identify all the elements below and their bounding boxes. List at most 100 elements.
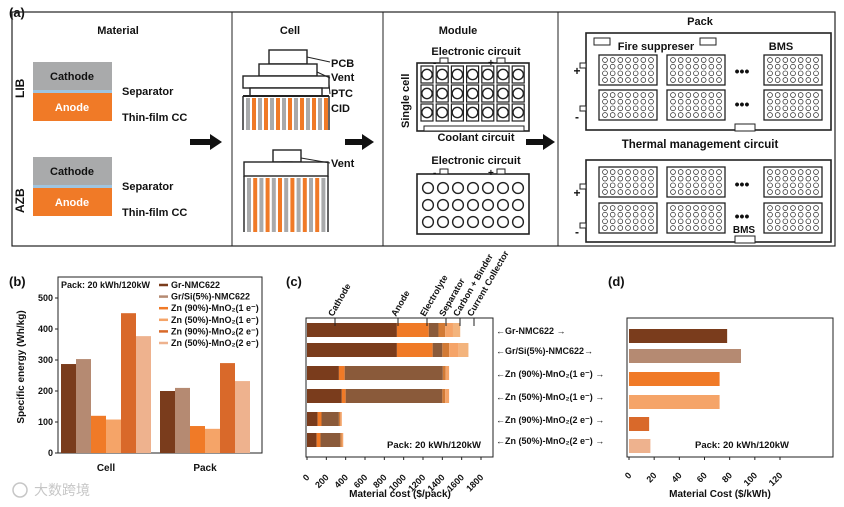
c-xtick-label: 600: [352, 472, 370, 490]
module-azb-cell-circle: [421, 198, 435, 212]
pack-azb-plus: +: [573, 186, 580, 200]
pack-lib-module-cell: [632, 98, 639, 105]
pack-azb-modules: [598, 166, 823, 234]
pack-azb-module-cell: [617, 218, 624, 225]
module-lib-cell-circle: [497, 68, 509, 81]
pack-lib-modules: [598, 54, 823, 121]
pack-lib-module-cell: [602, 112, 608, 118]
pack-lib-module-cell: [685, 105, 692, 112]
b-ytick-label: 500: [38, 293, 53, 303]
pack-lib-module-cell: [782, 98, 789, 105]
module-lib-cell-circle: [451, 106, 464, 119]
pack-azb-module-cell: [670, 175, 676, 182]
b-legend-label: Zn (90%)-MnO₂(1 e⁻): [171, 303, 259, 313]
azb-separator-label: Separator: [122, 181, 174, 193]
pack-azb-module-cell: [685, 169, 692, 175]
lib-cell-electrode-stripe: [264, 98, 268, 130]
panel-d-label: (d): [608, 274, 625, 289]
pack-azb-module-cell: [805, 182, 812, 189]
pack-lib-module-cell: [677, 112, 684, 118]
pack-azb-module-cell: [602, 175, 608, 182]
pack-azb-module-cell: [774, 218, 781, 225]
pack-lib-module-cell: [708, 70, 715, 77]
pack-lib-module-cell: [670, 112, 676, 118]
module-lib-cell-circle: [421, 106, 433, 119]
module-elec2-label: Electronic circuit: [431, 155, 521, 167]
pack-lib-module-cell: [708, 63, 715, 70]
module-azb-cell-circle: [481, 198, 495, 212]
c-row-label: ←Zn (50%)-MnO₂(2 e⁻) →: [496, 436, 604, 446]
pack-lib-module-cell: [602, 98, 608, 105]
module-lib-cell-circle: [436, 106, 449, 119]
module-lib-terminal-neg: [439, 57, 449, 64]
pack-lib-module-cell: [602, 92, 608, 98]
pack-azb-module-cell: [782, 205, 789, 211]
d-xtick-label: 100: [742, 470, 760, 488]
pack-lib-module-cell: [790, 77, 796, 83]
b-bar: [235, 381, 250, 453]
d-xtick-label: 20: [644, 470, 658, 484]
module-elec-label: Electronic circuit: [431, 46, 521, 58]
pack-lib-module-cell: [700, 63, 707, 70]
pack-azb-module-cell: [767, 211, 773, 218]
pack-lib-module-cell: [632, 77, 639, 83]
c-xtick-label: 0: [301, 472, 312, 483]
watermark-text: 大数跨境: [34, 482, 90, 498]
lib-cell-electrode-stripe: [252, 98, 256, 130]
pack-azb-module-cell: [685, 211, 692, 218]
pack-azb-module-cell: [700, 205, 707, 211]
c-xtick-label: 1800: [464, 472, 485, 493]
pack-azb-module-cell: [805, 211, 812, 218]
pack-azb-module-cell: [813, 205, 819, 211]
module-azb-plus: +: [488, 168, 494, 179]
pack-azb-module-cell: [609, 218, 616, 225]
pack-azb-module-cell: [693, 218, 699, 225]
c-bar-segment: [338, 412, 341, 426]
pack-lib-module-cell: [693, 70, 699, 77]
pack-azb-term-pos: [579, 183, 587, 190]
pack-azb-module-cell: [790, 211, 796, 218]
pack-azb-module-cell: [774, 175, 781, 182]
pack-azb-module-cell: [774, 211, 781, 218]
module-azb-cell-circle: [436, 181, 450, 195]
pack-azb-module-cell: [782, 169, 789, 175]
c-bar-segment: [438, 323, 446, 337]
panel-a-frame: [11, 11, 836, 247]
pack-azb-module-cell: [767, 205, 773, 211]
pack-azb-module-cell: [677, 225, 684, 231]
pack-lib-module-cell: [685, 92, 692, 98]
pack-lib-module-cell: [677, 63, 684, 70]
d-xtick-label: 80: [720, 470, 734, 484]
pack-azb-module-cell: [670, 182, 676, 189]
pack-lib-module-cell: [797, 63, 804, 70]
module-lib-cell-circle: [421, 68, 433, 81]
pack-lib-module-cell: [609, 112, 616, 118]
pack-lib-module-cell: [774, 70, 781, 77]
azb-cell-electrode-stripe: [253, 178, 258, 232]
azb-cc-label: Thin-film CC: [122, 207, 187, 219]
pack-lib-module-cell: [700, 98, 707, 105]
pack-lib-module-cell: [797, 105, 804, 112]
pack-azb-module-cell: [617, 175, 624, 182]
module-lib-cell-circle: [436, 68, 449, 81]
c-bar-segment: [317, 412, 322, 426]
pack-azb-module-cell: [625, 169, 631, 175]
b-xtick-label: Pack: [193, 463, 217, 474]
lib-cell-electrode-stripe: [306, 98, 310, 130]
module-azb-cell-circle: [451, 181, 465, 195]
c-xtick-label: 400: [332, 472, 350, 490]
pack-azb-module-cell: [767, 175, 773, 182]
pack-lib-module-cell: [767, 98, 773, 105]
pack-azb-module-cell: [805, 218, 812, 225]
pack-azb-module-cell: [813, 189, 819, 195]
pack-lib-module-cell: [790, 57, 796, 63]
pack-lib-module-cell: [716, 98, 722, 105]
pack-lib-module-cell: [632, 63, 639, 70]
pack-azb-module-cell: [625, 211, 631, 218]
c-xtick-label: 200: [313, 472, 331, 490]
d-xtick-label: 0: [623, 470, 634, 481]
pack-azb-module-cell: [813, 169, 819, 175]
pack-azb-module-cell: [716, 189, 722, 195]
c-bar-segment: [338, 366, 345, 380]
